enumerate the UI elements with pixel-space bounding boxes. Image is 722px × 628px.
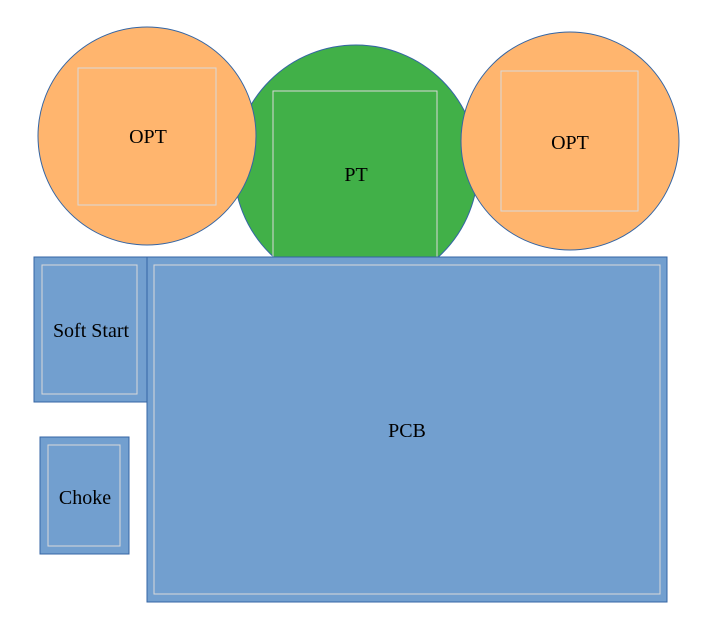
soft-start-board — [33, 256, 148, 403]
opt-right-label: OPT — [551, 132, 589, 154]
pcb-inner-frame — [153, 264, 661, 595]
soft-start-component: Soft Start — [33, 256, 148, 403]
soft-start-label: Soft Start — [53, 320, 130, 342]
opt-left-label: OPT — [129, 126, 167, 148]
opt-right-inner-frame — [500, 70, 639, 212]
choke-label: Choke — [59, 487, 111, 509]
opt-left-component: OPT — [37, 26, 257, 246]
pt-component: PT — [233, 44, 479, 290]
opt-right-component: OPT — [460, 31, 680, 251]
pt-label: PT — [344, 164, 367, 186]
choke-board — [39, 436, 130, 555]
choke-component: Choke — [39, 436, 130, 555]
opt-left-circle — [37, 26, 257, 246]
soft-start-inner-frame — [41, 264, 138, 395]
choke-inner-frame — [47, 444, 121, 547]
pcb-component: PCB — [146, 256, 668, 603]
pcb-label: PCB — [388, 420, 426, 442]
opt-left-inner-frame — [77, 67, 217, 206]
opt-right-circle — [460, 31, 680, 251]
pcb-board — [146, 256, 668, 603]
